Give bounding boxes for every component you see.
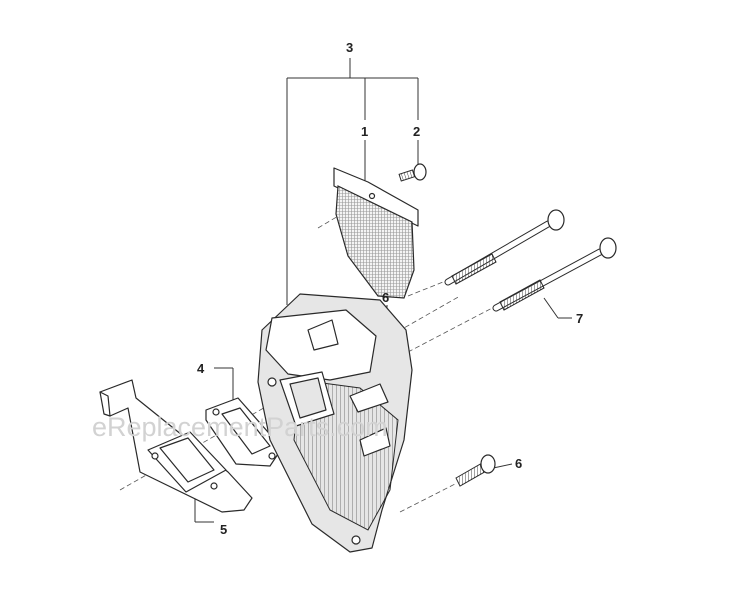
watermark-text: eReplacementParts.com xyxy=(92,412,388,442)
callout-5: 5 xyxy=(220,522,227,537)
callout-7: 7 xyxy=(576,311,583,326)
callout-4: 4 xyxy=(197,361,205,376)
short-bolt xyxy=(455,454,496,487)
callout-6-lower: 6 xyxy=(515,456,522,471)
callout-labels: 3 1 2 6 7 4 6 5 xyxy=(197,40,583,537)
callout-6-upper: 6 xyxy=(382,290,389,305)
callout-3: 3 xyxy=(346,40,353,55)
screw xyxy=(398,163,427,182)
spark-arrestor-screen xyxy=(333,167,419,299)
muffler-body xyxy=(257,293,413,553)
long-bolts xyxy=(444,209,617,312)
gasket xyxy=(205,397,283,467)
callout-2: 2 xyxy=(413,124,420,139)
callout-1: 1 xyxy=(361,124,368,139)
heat-shield-plate xyxy=(99,379,253,513)
